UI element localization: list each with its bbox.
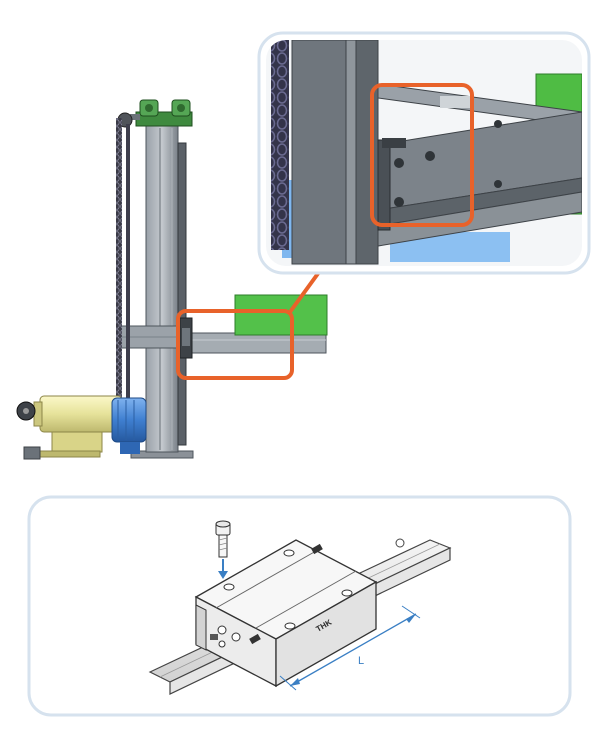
top-bearing-blocks	[130, 99, 193, 127]
vertical-column	[145, 123, 179, 453]
guide-carriage-block	[194, 539, 378, 688]
down-arrow-icon	[218, 559, 228, 579]
electric-motor	[111, 397, 147, 454]
highlight-frame-main	[176, 309, 294, 380]
zoom-detail-panel	[257, 31, 591, 275]
column-guide-rail	[177, 142, 187, 446]
drive-chain	[116, 118, 122, 442]
cap-screw-icon	[215, 520, 231, 558]
linear-guide-panel: THK L	[27, 495, 572, 717]
gear-reducer	[27, 395, 123, 458]
machine-assembly	[16, 99, 328, 460]
zoom-column	[291, 40, 347, 265]
highlight-frame-zoom	[370, 83, 474, 227]
zoom-chain	[271, 40, 289, 250]
horizontal-arm	[185, 332, 327, 354]
green-workpiece-block	[234, 294, 328, 336]
drive-sprocket	[16, 401, 36, 421]
dimension-label: L	[358, 655, 364, 667]
callout-connector-line	[288, 266, 324, 314]
dimension-arrow-icon	[279, 605, 421, 691]
